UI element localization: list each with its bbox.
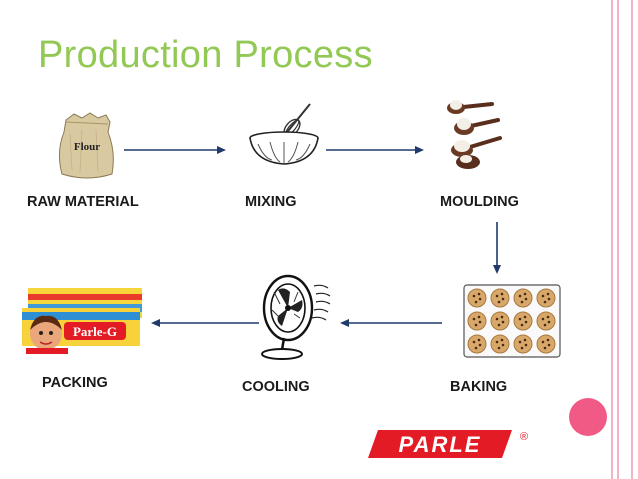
- cookie: [536, 288, 556, 308]
- biscuit-packet-icon: Parle-G: [22, 288, 142, 360]
- chocolate-chip: [546, 292, 550, 296]
- chocolate-chip: [478, 320, 482, 324]
- chocolate-chip: [520, 300, 524, 304]
- spoons-dough-icon: [447, 100, 502, 169]
- chocolate-chip: [477, 338, 481, 342]
- flour-sack-icon: Flour: [58, 112, 114, 179]
- chocolate-chip: [547, 343, 551, 347]
- border-line: [631, 0, 633, 479]
- packet-brand-text: Parle-G: [73, 324, 117, 339]
- logo-registered-mark: ®: [520, 431, 528, 443]
- mixing-bowl-icon: [249, 103, 319, 165]
- cookie: [467, 288, 487, 308]
- chocolate-chip: [547, 320, 551, 324]
- step-label-baking: BAKING: [450, 379, 508, 395]
- chocolate-chip: [543, 323, 547, 327]
- flow-arrow: [326, 146, 424, 154]
- flow-arrow: [124, 146, 226, 154]
- flow-arrow: [493, 222, 501, 274]
- chocolate-chip: [495, 340, 499, 344]
- cookie: [513, 311, 533, 331]
- chocolate-chip: [543, 346, 547, 350]
- chocolate-chip: [478, 343, 482, 347]
- chocolate-chip: [518, 317, 522, 321]
- chocolate-chip: [472, 340, 476, 344]
- chocolate-chip: [501, 297, 505, 301]
- chocolate-chip: [500, 338, 504, 342]
- chocolate-chip: [478, 297, 482, 301]
- cookie: [490, 288, 510, 308]
- chocolate-chip: [518, 294, 522, 298]
- chocolate-chip: [477, 315, 481, 319]
- chocolate-chip: [541, 340, 545, 344]
- step-label-raw-material: RAW MATERIAL: [27, 194, 139, 210]
- chocolate-chip: [524, 297, 528, 301]
- cookie: [513, 334, 533, 354]
- chocolate-chip: [541, 294, 545, 298]
- chocolate-chip: [495, 317, 499, 321]
- chocolate-chip: [497, 300, 501, 304]
- chocolate-chip: [520, 323, 524, 327]
- border-line: [617, 0, 619, 479]
- sack-label: Flour: [74, 141, 100, 153]
- cookie: [536, 334, 556, 354]
- logo-text: PARLE: [399, 432, 482, 457]
- chocolate-chip: [523, 315, 527, 319]
- chocolate-chip: [520, 346, 524, 350]
- chocolate-chip: [495, 294, 499, 298]
- cookie: [513, 288, 533, 308]
- chocolate-chip: [523, 338, 527, 342]
- flow-arrow: [151, 319, 259, 327]
- chocolate-chip: [523, 292, 527, 296]
- step-label-cooling: COOLING: [242, 379, 310, 395]
- chocolate-chip: [474, 300, 478, 304]
- chocolate-chip: [497, 346, 501, 350]
- chocolate-chip: [543, 300, 547, 304]
- chocolate-chip: [524, 320, 528, 324]
- chocolate-chip: [477, 292, 481, 296]
- step-label-mixing: MIXING: [245, 194, 297, 210]
- parle-logo: PARLE ®: [368, 430, 528, 458]
- chocolate-chip: [474, 323, 478, 327]
- chocolate-chip: [501, 320, 505, 324]
- border-line: [611, 0, 613, 479]
- cookie: [490, 334, 510, 354]
- chocolate-chip: [500, 315, 504, 319]
- chocolate-chip: [501, 343, 505, 347]
- step-label-packing: PACKING: [42, 375, 108, 391]
- chocolate-chip: [547, 297, 551, 301]
- chocolate-chip: [524, 343, 528, 347]
- cookie: [467, 334, 487, 354]
- chocolate-chip: [474, 346, 478, 350]
- step-label-moulding: MOULDING: [440, 194, 519, 210]
- cookie: [490, 311, 510, 331]
- chocolate-chip: [518, 340, 522, 344]
- cookie: [536, 311, 556, 331]
- chocolate-chip: [497, 323, 501, 327]
- fan-icon: [261, 274, 331, 360]
- chocolate-chip: [472, 294, 476, 298]
- flow-arrow: [340, 319, 442, 327]
- chocolate-chip: [500, 292, 504, 296]
- chocolate-chip: [472, 317, 476, 321]
- chocolate-chip: [546, 315, 550, 319]
- page-title: Production Process: [38, 34, 373, 76]
- accent-dot: [569, 398, 607, 436]
- cookie: [467, 311, 487, 331]
- baking-tray-icon: [463, 284, 561, 358]
- chocolate-chip: [541, 317, 545, 321]
- chocolate-chip: [546, 338, 550, 342]
